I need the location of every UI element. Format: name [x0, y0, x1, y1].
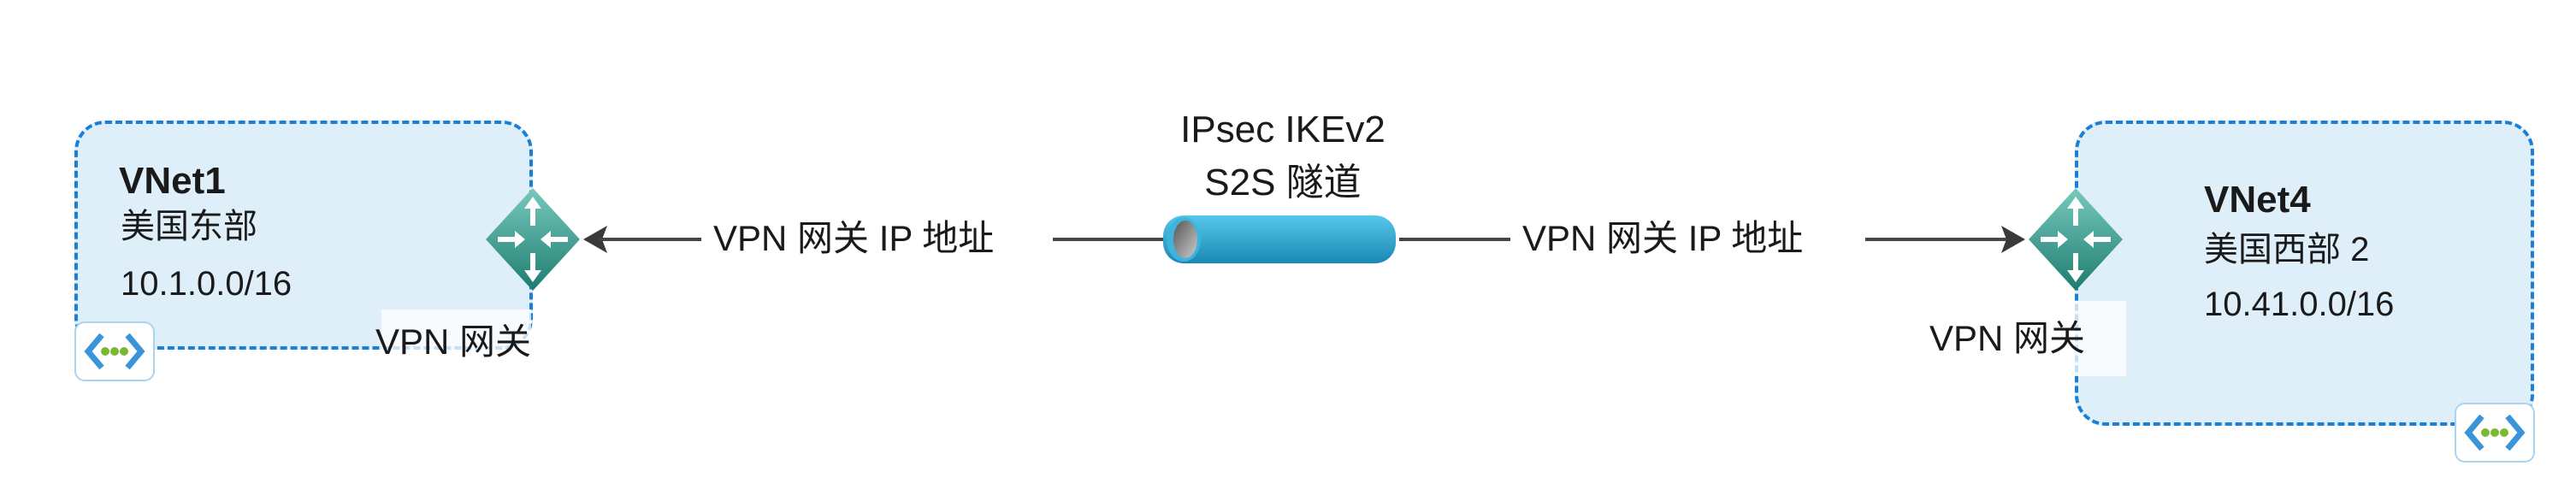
vnet1-region: 美国东部 [121, 208, 257, 245]
vpn-gateway-icon-right[interactable] [2029, 188, 2123, 291]
arrow-left-head [583, 226, 607, 253]
vnet4-container [2075, 121, 2534, 426]
left-gateway-ip-label: VPN 网关 IP 地址 [713, 218, 995, 258]
right-gateway-ip-label: VPN 网关 IP 地址 [1522, 218, 1804, 258]
vnet4-address-space: 10.41.0.0/16 [2204, 286, 2395, 323]
ipsec-tunnel-icon [1163, 215, 1396, 263]
arrow-right-head [2001, 226, 2025, 253]
vnet4-name: VNet4 [2204, 179, 2311, 221]
vnet1-name: VNet1 [119, 160, 226, 202]
virtual-network-icon [2455, 403, 2535, 463]
tunnel-label-line2: S2S 隧道 [1204, 162, 1362, 203]
connection-line [1399, 238, 1510, 241]
vnet1-address-space: 10.1.0.0/16 [121, 265, 292, 303]
tunnel-label-line1: IPsec IKEv2 [1180, 109, 1385, 150]
vnet4-gateway-label: VPN 网关 [1912, 301, 2126, 376]
vnet4-region: 美国西部 2 [2204, 231, 2370, 268]
connection-line [1053, 238, 1173, 241]
vnet1-gateway-label: VPN 网关 [375, 309, 531, 374]
connection-line [1865, 238, 2006, 241]
virtual-network-icon [74, 321, 155, 381]
connection-line [599, 238, 701, 241]
vpn-gateway-icon-left[interactable] [486, 188, 580, 291]
vnet1-container [74, 121, 533, 350]
